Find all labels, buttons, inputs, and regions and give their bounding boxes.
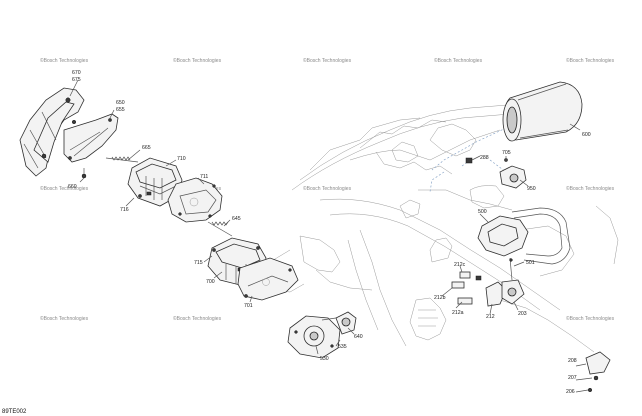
part-number-label: 650 (116, 100, 125, 106)
watermark-text: ©Bosch Technologies (40, 315, 89, 322)
part-number-label: 700 (206, 279, 215, 285)
part-number-label: 535 (338, 344, 347, 350)
part-number-label: 212c (454, 262, 466, 268)
part-number-label: 208 (568, 358, 577, 364)
watermark-text: ©Bosch Technologies (173, 315, 222, 322)
watermark-text: ©Bosch Technologies (303, 185, 352, 192)
leader-lines (69, 79, 581, 355)
watermark-text: ©Bosch Technologies (434, 57, 483, 64)
watermark-text: ©Bosch Technologies (303, 57, 352, 64)
part-number-label: 206 (566, 389, 575, 395)
part-number-label: 212 (486, 314, 495, 320)
bracket-assembly (477, 207, 571, 281)
cylindrical-filter (502, 81, 583, 142)
part-number-label: 710 (177, 156, 186, 162)
support-bracket (167, 177, 223, 223)
part-number-label: 207 (568, 375, 577, 381)
mounting-bracket (19, 87, 119, 179)
part-number-label: 212b (434, 295, 446, 301)
part-number-label: 501 (526, 260, 535, 266)
part-number-label: 500 (478, 209, 487, 215)
part-number-label: 288 (480, 155, 489, 161)
part-number-label: 660 (68, 184, 77, 190)
part-number-label: 212a (452, 310, 464, 316)
small-fittings (465, 157, 527, 189)
watermark-text: ©Bosch Technologies (566, 315, 615, 322)
watermark-text: ©Bosch Technologies (40, 185, 89, 192)
watermark-text: ©Bosch Technologies (173, 57, 222, 64)
part-number-label: 705 (502, 150, 511, 156)
connector-group (451, 271, 525, 307)
callout-labels: 670 675 650 655 665 710 660 711 716 645 … (68, 70, 591, 395)
part-number-label: 640 (354, 334, 363, 340)
second-shaft-rod (207, 221, 233, 237)
control-unit-upper (127, 157, 183, 207)
figure-code: 89TE002 (2, 409, 27, 415)
clip-group (575, 351, 611, 393)
part-number-label: 711 (200, 174, 208, 180)
part-number-label: 950 (527, 186, 536, 192)
part-number-label: 670 (72, 70, 81, 76)
part-number-label: 655 (116, 107, 125, 113)
part-number-label: 715 (194, 260, 203, 266)
part-number-label: 645 (232, 216, 241, 222)
chassis-outline (261, 103, 619, 353)
shaft-rod (105, 156, 139, 163)
watermark-text: ©Bosch Technologies (566, 57, 615, 64)
part-number-label: 716 (120, 207, 129, 213)
watermark-text: ©Bosch Technologies (566, 185, 615, 192)
part-number-label: 530 (320, 356, 329, 362)
part-number-label: 203 (518, 311, 527, 317)
part-number-label: 675 (72, 77, 81, 83)
part-number-label: 665 (142, 145, 151, 151)
mounting-plate (237, 257, 299, 301)
pump-assembly (287, 311, 357, 359)
part-number-label: 701 (244, 303, 253, 309)
watermark-text: ©Bosch Technologies (40, 57, 89, 64)
part-number-label: 600 (582, 132, 591, 138)
